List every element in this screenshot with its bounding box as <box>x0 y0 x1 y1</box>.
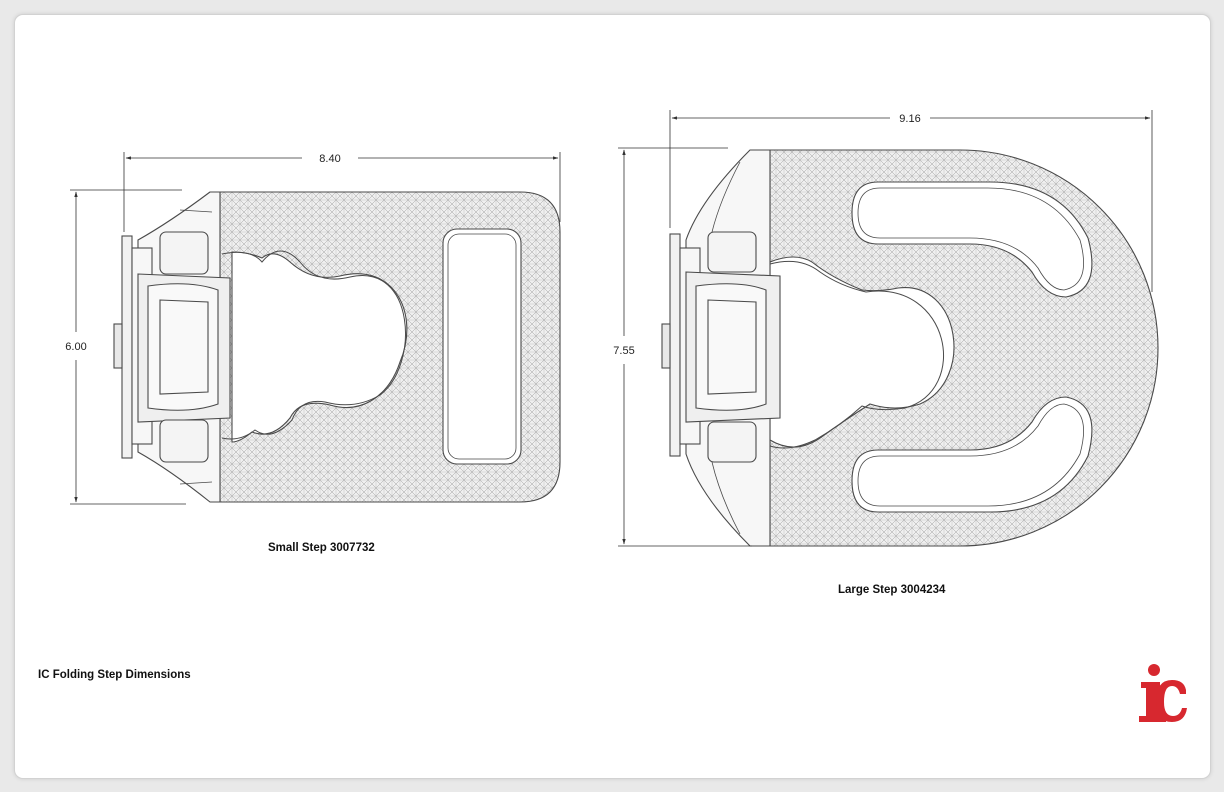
large-step-upper-slot <box>851 181 1093 298</box>
ic-brand-logo-icon <box>1139 664 1187 722</box>
small-step-width-label: 8.40 <box>319 153 340 165</box>
large-step-caption: Large Step 3004234 <box>838 584 946 596</box>
large-step-width-label: 9.16 <box>899 113 920 125</box>
page-title: IC Folding Step Dimensions <box>38 669 191 681</box>
small-step-dimensions <box>70 152 561 505</box>
large-step-dimensions <box>618 110 1153 547</box>
large-step-hinge-bracket <box>669 233 681 457</box>
large-step-height-label: 7.55 <box>613 345 634 357</box>
small-step-caption: Small Step 3007732 <box>268 542 375 554</box>
small-step-hinge-bracket <box>121 235 133 459</box>
small-step-height-label: 6.00 <box>65 341 86 353</box>
large-step-drawing <box>661 149 1159 547</box>
small-step-window-cutout <box>442 228 522 465</box>
small-step-drawing <box>113 191 561 503</box>
large-step-lower-slot <box>851 396 1093 513</box>
